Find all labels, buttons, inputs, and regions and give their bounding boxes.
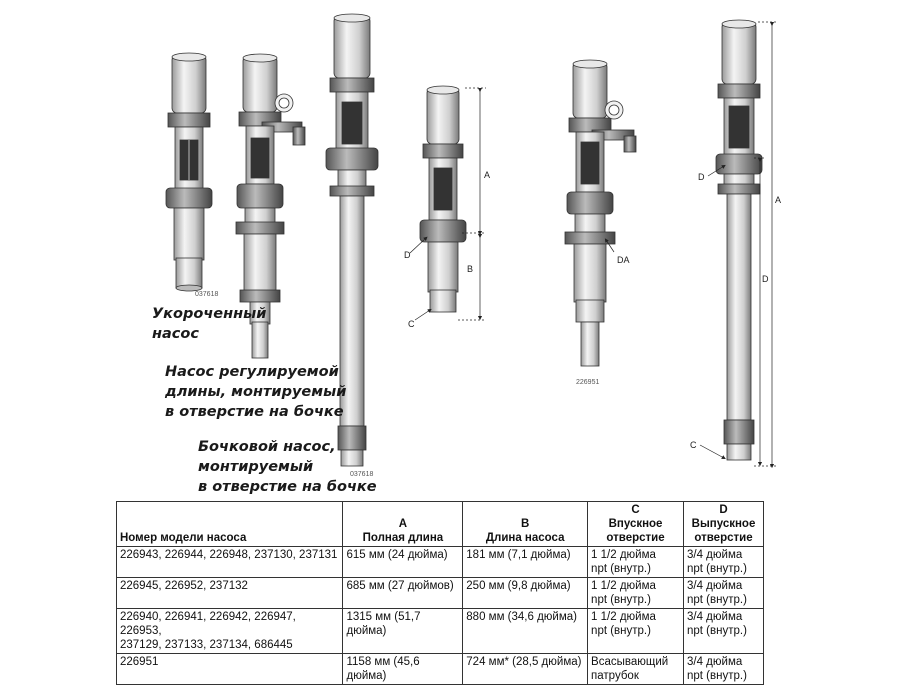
cell-models-line2: 237129, 237133, 237134, 686445 [120, 639, 293, 651]
cell-c-line2: npt (внутр.) [591, 625, 651, 637]
cell-c-line2: npt (внутр.) [591, 594, 651, 606]
cell-a: 615 мм (24 дюйма) [342, 546, 464, 578]
cell-models: 226951 [115, 653, 344, 685]
cell-c-line1: Всасывающий [591, 656, 669, 668]
caption-line: Укороченный [152, 306, 267, 322]
header-b-letter: B [521, 518, 530, 530]
cell-a: 1158 мм (45,6 дюйма) [342, 653, 464, 685]
dimensioned-short-pump-drawing [419, 85, 467, 313]
header-c-text1: Впускное [608, 518, 663, 530]
header-model-text: Номер модели насоса [120, 532, 247, 544]
pump-spec-table: Номер модели насоса A Полная длина B Длина… [115, 501, 764, 685]
caption-drum-pump: Бочковой насос, монтируемый в отверстие … [198, 437, 377, 497]
cell-d-line2: npt (внутр.) [687, 625, 747, 637]
cell-c-line1: 1 1/2 дюйма [591, 611, 656, 623]
header-d-letter: D [719, 504, 728, 516]
cell-c-line2: npt (внутр.) [591, 563, 651, 575]
header-d-text1: Выпускное [691, 518, 756, 530]
cell-models: 226943, 226944, 226948, 237130, 237131 [115, 546, 344, 578]
dimension-lines-pump6 [699, 21, 778, 469]
header-b: B Длина насоса [462, 501, 589, 547]
table-row: 226945, 226952, 237132 685 мм (27 дюймов… [115, 577, 764, 609]
dim-label-c: C [408, 319, 415, 329]
cell-b: 880 мм (34,6 дюйма) [462, 608, 589, 654]
caption-line: в отверстие на бочке [198, 479, 377, 495]
pump-illustrations: 037618 037618 [165, 13, 781, 478]
cell-b: 724 мм* (28,5 дюйма) [462, 653, 589, 685]
cell-d-line1: 3/4 дюйма [687, 549, 743, 561]
cell-d-line2: npt (внутр.) [687, 563, 747, 575]
image-code-2: 037618 [350, 471, 373, 478]
header-d-text2: отверстие [694, 532, 753, 544]
cell-d-line1: 3/4 дюйма [687, 656, 743, 668]
cell-d-line1: 3/4 дюйма [687, 580, 743, 592]
table-row: 226943, 226944, 226948, 237130, 237131 6… [115, 546, 764, 578]
header-d: D Выпускное отверстие [683, 501, 764, 547]
cell-c: 1 1/2 дюйма npt (внутр.) [587, 546, 684, 578]
header-a: A Полная длина [342, 501, 464, 547]
dim-label-d: D [404, 250, 411, 260]
dim-label-da: DA [617, 255, 630, 265]
cell-d: 3/4 дюйма npt (внутр.) [683, 546, 764, 578]
cell-d-line2: npt (внутр.) [687, 670, 747, 682]
cell-models: 226940, 226941, 226942, 226947, 226953, 2… [115, 608, 344, 654]
caption-line: длины, монтируемый [165, 384, 347, 400]
header-c-text2: отверстие [606, 532, 665, 544]
cell-models-line1: 226940, 226941, 226942, 226947, 226953, [120, 611, 296, 637]
cell-c: 1 1/2 дюйма npt (внутр.) [587, 577, 684, 609]
cell-d-line1: 3/4 дюйма [687, 611, 743, 623]
cell-models-text: 226951 [120, 656, 159, 668]
cell-c-line2: патрубок [591, 670, 639, 682]
image-code-3: 226951 [576, 379, 599, 386]
drum-pump-drawing [325, 13, 379, 467]
cell-d-line2: npt (внутр.) [687, 594, 747, 606]
cell-b: 250 мм (9,8 дюйма) [462, 577, 589, 609]
cell-d: 3/4 дюйма npt (внутр.) [683, 577, 764, 609]
cell-c-line1: 1 1/2 дюйма [591, 580, 656, 592]
caption-line: в отверстие на бочке [165, 404, 344, 420]
cell-models-text: 226943, 226944, 226948, 237130, 237131 [120, 549, 338, 561]
dim-label-d-2: D [762, 274, 769, 284]
table-row: 226940, 226941, 226942, 226947, 226953, 2… [115, 608, 764, 654]
cell-models: 226945, 226952, 237132 [115, 577, 344, 609]
dim-label-d-3: D [698, 172, 705, 182]
header-c: C Впускное отверстие [587, 501, 684, 547]
cell-a: 685 мм (27 дюймов) [342, 577, 464, 609]
dimensioned-long-pump-drawing [715, 19, 763, 461]
dimension-lines-pump4 [409, 87, 486, 321]
caption-line: Насос регулируемой [165, 364, 339, 380]
caption-short-pump: Укороченный насос [152, 304, 266, 344]
adjustable-pump-drawing [235, 53, 306, 359]
dim-label-a-2: A [775, 195, 781, 205]
dim-label-c-2: C [690, 440, 697, 450]
cell-c: 1 1/2 дюйма npt (внутр.) [587, 608, 684, 654]
cell-d: 3/4 дюйма npt (внутр.) [683, 608, 764, 654]
cell-c-line1: 1 1/2 дюйма [591, 549, 656, 561]
table-header-row: Номер модели насоса A Полная длина B Длина… [115, 501, 764, 547]
short-pump-drawing [165, 52, 213, 292]
cell-a: 1315 мм (51,7 дюйма) [342, 608, 464, 654]
header-a-text: Полная длина [362, 532, 444, 544]
header-c-letter: C [631, 504, 640, 516]
caption-line: монтируемый [198, 459, 314, 475]
header-b-text: Длина насоса [485, 532, 565, 544]
header-a-letter: A [398, 518, 408, 530]
cell-models-text: 226945, 226952, 237132 [120, 580, 248, 592]
cell-d: 3/4 дюйма npt (внутр.) [683, 653, 764, 685]
cell-c: Всасывающий патрубок [587, 653, 684, 685]
cell-b: 181 мм (7,1 дюйма) [462, 546, 589, 578]
caption-line: насос [152, 326, 199, 342]
image-code-1: 037618 [195, 291, 218, 298]
dim-label-a: A [484, 170, 490, 180]
suction-tube-pump-drawing [564, 59, 637, 367]
header-model: Номер модели насоса [115, 501, 344, 547]
caption-line: Бочковой насос, [198, 439, 336, 455]
dim-label-b: B [467, 264, 473, 274]
table-row: 226951 1158 мм (45,6 дюйма) 724 мм* (28,… [115, 653, 764, 685]
caption-adjustable-pump: Насос регулируемой длины, монтируемый в … [165, 362, 346, 422]
